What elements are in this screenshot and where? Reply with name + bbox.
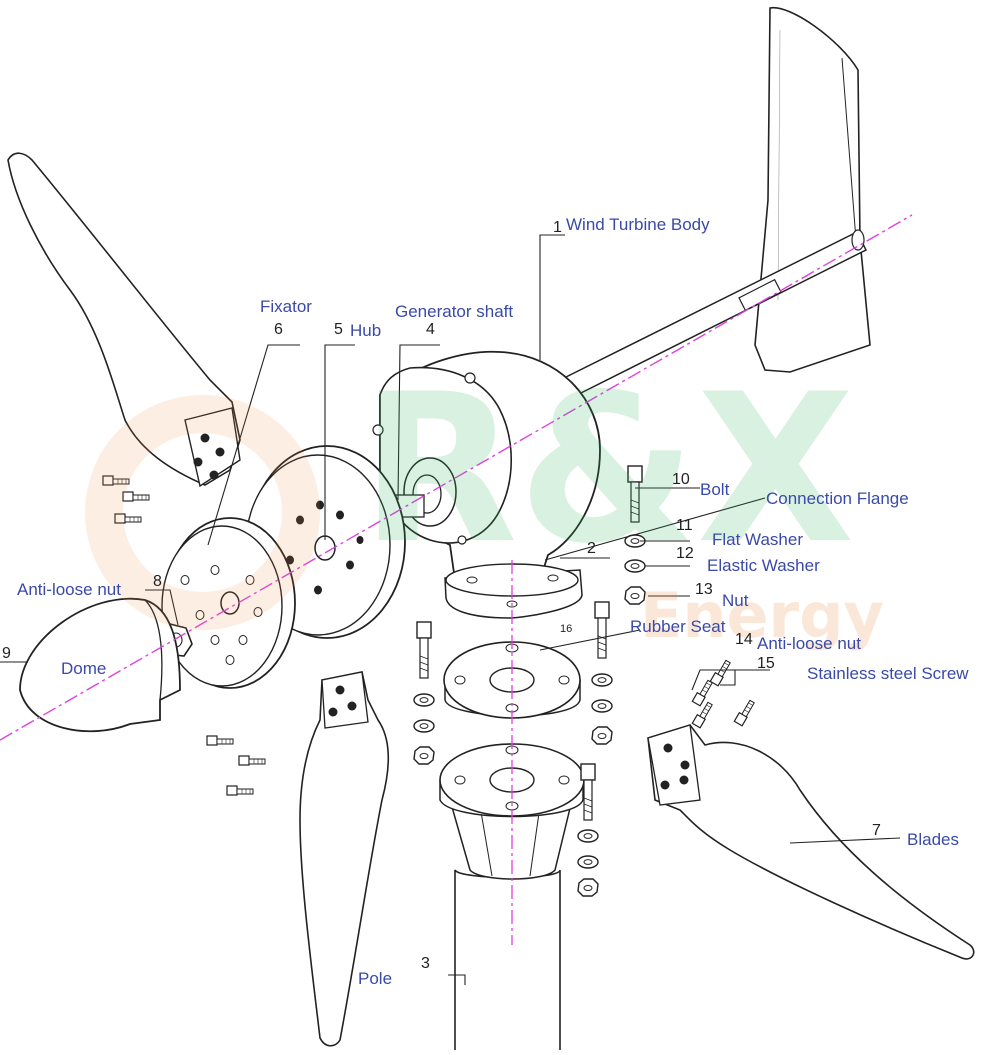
- label-dome: Dome: [61, 659, 107, 678]
- part-number-6: 6: [274, 321, 283, 338]
- part-number-14: 14: [735, 631, 753, 648]
- label-rubber-seat: Rubber Seat: [630, 617, 726, 636]
- label-generator-shaft: Generator shaft: [395, 302, 514, 321]
- label-fixator: Fixator: [260, 297, 312, 316]
- label-nut: Nut: [722, 591, 749, 610]
- part-number-12: 12: [676, 545, 694, 562]
- part-number-13: 13: [695, 581, 713, 598]
- label-connection-flange: Connection Flange: [766, 489, 909, 508]
- part-number-16: 16: [560, 623, 573, 635]
- label-blades: Blades: [907, 830, 959, 849]
- part-number-1: 1: [553, 219, 562, 236]
- label-wind-turbine-body: Wind Turbine Body: [566, 215, 710, 234]
- label-flat-washer: Flat Washer: [712, 530, 804, 549]
- part-number-3: 3: [421, 955, 430, 972]
- fixator-plate: [161, 517, 296, 689]
- label-elastic-washer: Elastic Washer: [707, 556, 820, 575]
- blade-upper-left: [7, 152, 241, 488]
- part-number-15: 15: [757, 655, 775, 672]
- part-number-7: 7: [872, 822, 881, 839]
- label-hub: Hub: [350, 321, 382, 340]
- generator-body: [372, 350, 601, 619]
- part-number-5: 5: [334, 321, 343, 338]
- label-anti-loose-nut-hub: Anti-loose nut: [17, 580, 121, 599]
- tail-fin: [754, 7, 871, 373]
- label-stainless-steel-screw: Stainless steel Screw: [807, 664, 969, 683]
- label-pole: Pole: [358, 969, 393, 988]
- pole: [439, 743, 585, 1050]
- leader-lines: [0, 234, 901, 985]
- part-number-4: 4: [426, 321, 435, 338]
- dome: [19, 597, 181, 733]
- blade-lower: [299, 671, 390, 1047]
- label-anti-loose-nut-blade: Anti-loose nut: [757, 634, 861, 653]
- part-number-9: 9: [2, 645, 11, 662]
- part-number-11: 11: [676, 517, 693, 534]
- part-number-10: 10: [672, 471, 690, 488]
- assembly-axes: [0, 214, 913, 945]
- part-number-2: 2: [587, 540, 596, 557]
- part-number-8: 8: [153, 573, 162, 590]
- label-bolt: Bolt: [700, 480, 730, 499]
